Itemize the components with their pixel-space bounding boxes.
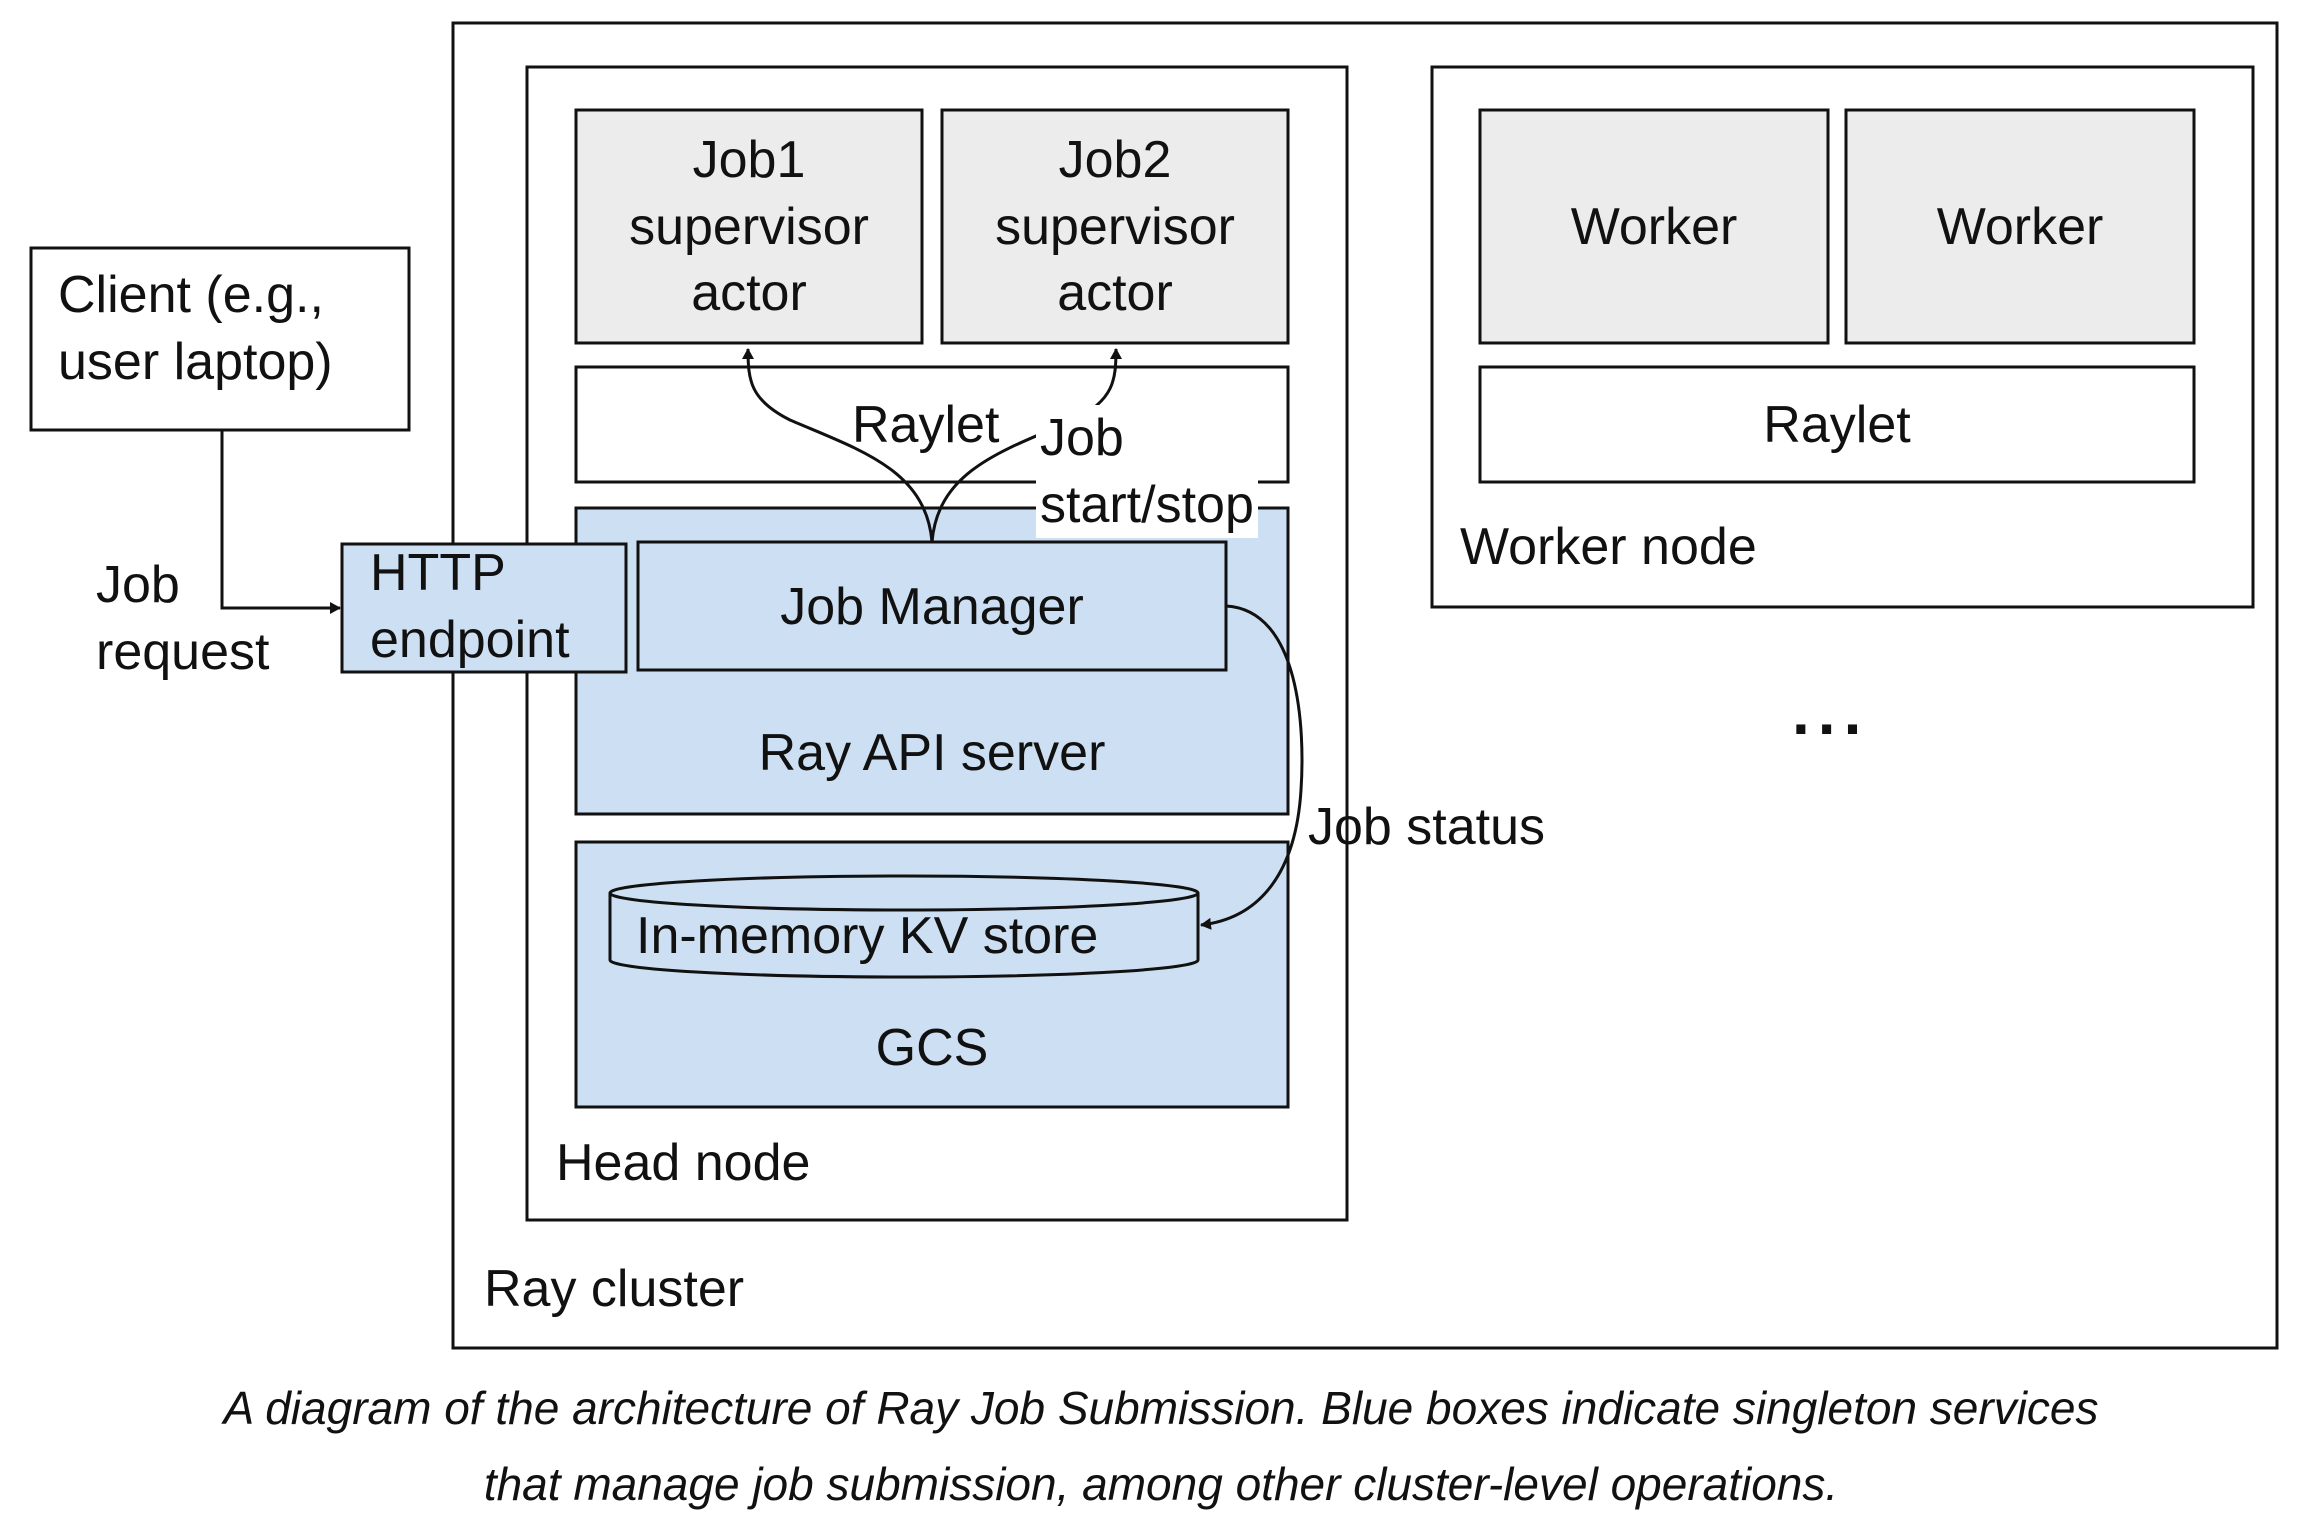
- more-nodes-ellipsis: ...: [1792, 676, 1870, 748]
- worker-label-1: Worker: [1570, 198, 1738, 256]
- worker-label-2: Worker: [1936, 198, 2104, 256]
- worker-box-2: [1844, 108, 2196, 345]
- job1-supervisor-label: Job1 supervisor actor: [629, 131, 869, 323]
- head-raylet-label: Raylet: [852, 396, 1000, 454]
- kv-store-cylinder: [608, 874, 1200, 979]
- gcs-label: GCS: [875, 1019, 989, 1077]
- job-request-arrow: [220, 430, 341, 614]
- job2-supervisor-label: Job2 supervisor actor: [995, 131, 1235, 323]
- worker-raylet-box: [1478, 365, 2196, 484]
- job-manager-label: Job Manager: [780, 578, 1084, 636]
- kv-store-label: In-memory KV store: [636, 907, 1099, 965]
- job-manager-box: [636, 540, 1228, 672]
- worker-node-label: Worker node: [1460, 518, 1757, 576]
- worker-box-1: [1478, 108, 1830, 345]
- ray-cluster-label: Ray cluster: [484, 1260, 745, 1318]
- job-start-stop-arrow-1: [742, 348, 934, 543]
- job-start-stop-label: Job start/stop: [1036, 405, 1258, 539]
- job-status-label: Job status: [1308, 798, 1546, 856]
- client-box: [29, 246, 411, 432]
- head-node-label: Head node: [556, 1134, 811, 1192]
- ray-api-server-label: Ray API server: [758, 724, 1106, 782]
- http-endpoint-label: HTTP endpoint: [370, 544, 570, 669]
- job2-supervisor-box: [940, 108, 1290, 345]
- job1-supervisor-box: [574, 108, 924, 345]
- job-status-arrow: [1200, 604, 1304, 930]
- client-label: Client (e.g., user laptop): [58, 266, 333, 391]
- caption-line-1: A diagram of the architecture of Ray Job…: [223, 1382, 2099, 1434]
- caption-line-2: that manage job submission, among other …: [483, 1458, 1839, 1510]
- http-endpoint-box: [340, 542, 628, 674]
- worker-raylet-label: Raylet: [1763, 396, 1911, 454]
- job-request-label: Job request: [96, 556, 270, 681]
